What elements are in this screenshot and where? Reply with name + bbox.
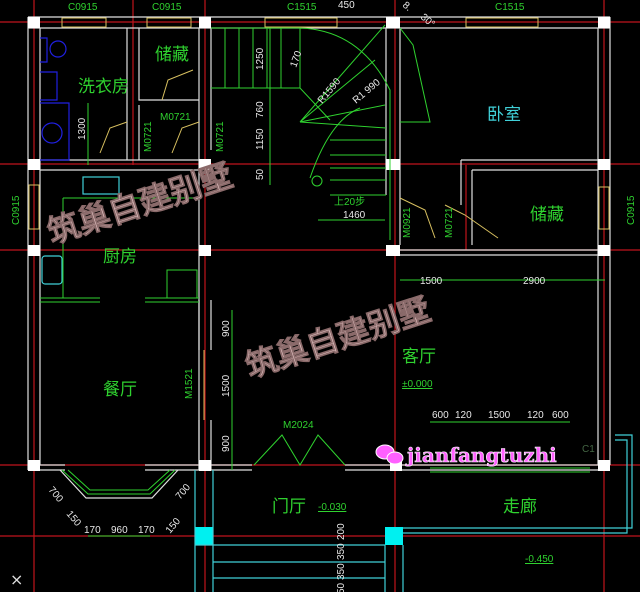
window-label: C0915 [626,195,637,225]
dim-text: 600 [552,410,569,421]
stair-dim: R1 990 [351,77,383,106]
room-kitchen: 厨房 [103,247,137,267]
elevation-outside: -0.450 [525,554,554,565]
dim-text: 120 [527,410,544,421]
elevation-foyer: -0.030 [318,502,347,513]
stair-dim: R1590 [316,76,344,106]
ucs-x-icon: × [10,570,23,589]
windows [28,17,610,473]
stair [211,24,431,240]
door-label: M1521 [184,368,195,399]
stair-dim: 8. [400,0,413,14]
watermark-handle: jianfangtuzhi [405,443,557,467]
watermark-brand: 筑巢自建别墅 [241,290,435,385]
door-label: M0721 [143,121,154,152]
dim-text: 700 [46,485,65,505]
room-storage-top: 储藏 [155,45,189,65]
dim-text: 900 [221,320,232,337]
room-laundry: 洗衣房 [78,77,129,97]
bay-window [59,469,179,499]
door-label: M0721 [160,112,191,123]
room-foyer: 门厅 [272,497,306,517]
stair-up-label: 上20步 [334,196,365,208]
dim-text: 960 [111,525,128,536]
dimension-lines [87,103,605,537]
laundry-fixtures [40,37,199,299]
dim-text: 150 [64,509,83,529]
stair-dim: 30° [418,12,437,30]
window-label: C0915 [11,195,22,225]
stair-dim: 1250 [255,47,266,70]
dim-text: 900 [221,435,232,452]
room-living: 客厅 [402,347,436,367]
room-bedroom: 卧室 [487,105,521,125]
entry-steps [194,434,633,592]
dim-text: 600 [432,410,449,421]
dim-text: 350 [336,543,347,560]
stair-dim: 450 [338,0,355,11]
dim-text: 350 [336,563,347,580]
window-label: C1515 [287,2,317,13]
window-label: C1515 [495,2,525,13]
door-swings [99,69,499,466]
window-tag: C1 [582,444,595,455]
room-corridor: 走廊 [503,497,537,517]
stair-dim: 50 [255,168,266,180]
dim-text: 1500 [221,374,232,397]
dim-text: 1300 [77,117,88,140]
door-label: M0921 [402,207,413,238]
room-storage-right: 储藏 [530,205,564,225]
dim-text: 1500 [420,276,443,287]
dim-text: 170 [138,525,155,536]
room-dining: 餐厅 [103,380,137,400]
dim-text: 170 [84,525,101,536]
door-label: M0721 [444,207,455,238]
dim-text: 700 [174,482,193,502]
stair-dim: 170 [288,49,304,69]
stair-dim: 1150 [255,128,266,150]
dim-text: 1500 [488,410,511,421]
dim-text: 2900 [523,276,546,287]
window-label: C0915 [152,2,182,13]
stair-dim: 760 [255,101,266,118]
dim-text: 150 [164,516,183,536]
wechat-icon [375,444,404,465]
elevation-living: ±0.000 [402,379,433,390]
columns [28,17,610,545]
dim-text: 200 [336,523,347,540]
door-label: M0721 [215,121,226,152]
dim-text: 50 [336,582,347,592]
dim-text: 120 [455,410,472,421]
window-label: C0915 [68,2,98,13]
door-label: M2024 [283,420,314,431]
stair-width: 1460 [343,210,366,221]
